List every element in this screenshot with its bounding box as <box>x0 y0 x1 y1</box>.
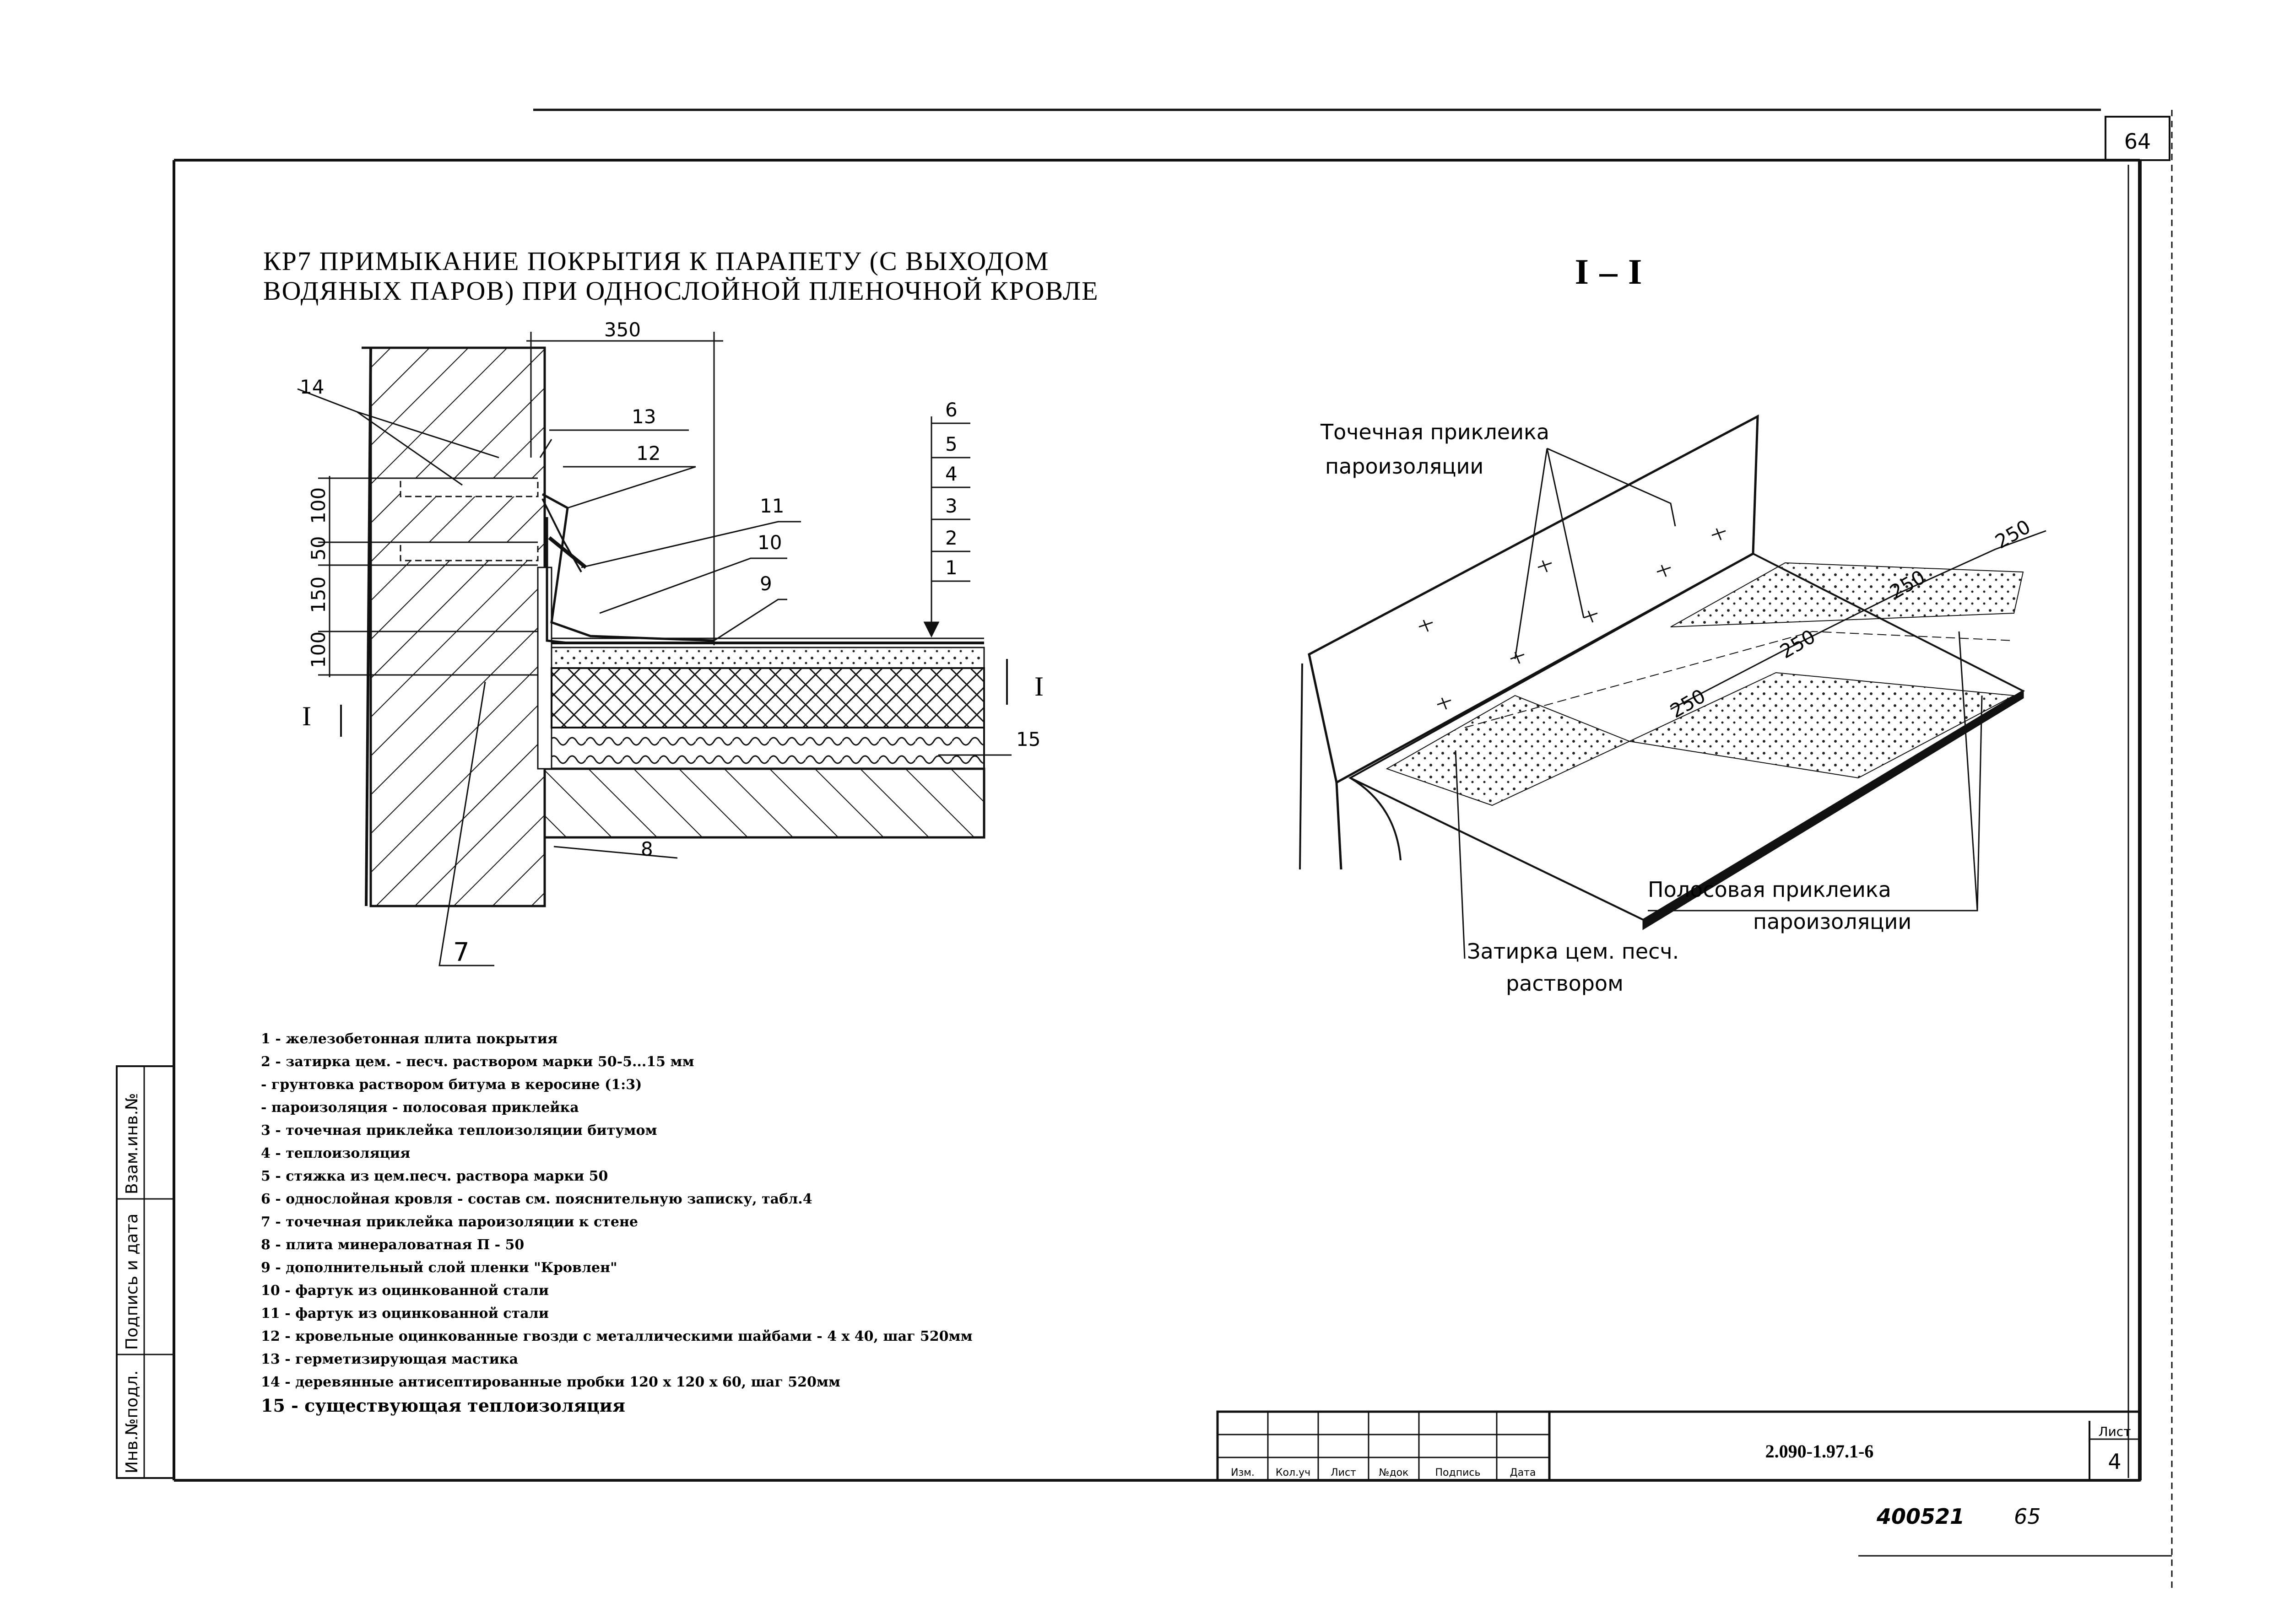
section-mark-left: I <box>302 701 312 731</box>
iso-screed-2: раствором <box>1506 971 1624 996</box>
stamp-replace: Взам.инв.№ <box>123 1093 141 1194</box>
callout-12: 12 <box>636 442 660 464</box>
tb-col-kol: Кол.уч <box>1276 1467 1310 1478</box>
tb-col-data: Дата <box>1510 1467 1536 1478</box>
callout-10: 10 <box>758 531 782 554</box>
callout-15: 15 <box>1016 728 1040 750</box>
page-number: 64 <box>2124 129 2151 154</box>
dim-top: 350 <box>604 318 641 341</box>
note-11: 11 - фартук из оцинкованной стали <box>261 1306 549 1322</box>
note-10: 10 - фартук из оцинкованной стали <box>261 1283 549 1299</box>
tb-code: 2.090-1.97.1-6 <box>1765 1441 1874 1462</box>
notes-list: 1 - железобетонная плита покрытия 2 - за… <box>261 1031 973 1416</box>
callout-9: 9 <box>760 572 772 595</box>
callout-8: 8 <box>641 838 653 860</box>
title-line-1: КР7 ПРИМЫКАНИЕ ПОКРЫТИЯ К ПАРАПЕТУ (С ВЫ… <box>263 246 1049 276</box>
section-label: I – I <box>1575 252 1643 291</box>
stamp-sign: Подпись и дата <box>123 1214 141 1350</box>
note-3: 3 - точечная приклейка теплоизоляции бит… <box>261 1122 657 1138</box>
note-4: 4 - теплоизоляция <box>261 1145 410 1161</box>
layer-ladder <box>923 416 970 638</box>
tb-sheet-number: 4 <box>2108 1449 2121 1474</box>
dimension-lines <box>318 332 723 677</box>
footer-page: 65 <box>2014 1504 2041 1529</box>
note-9: 9 - дополнительный слой пленки "Кровлен" <box>261 1260 617 1276</box>
layer-2: 2 <box>945 527 958 549</box>
stamp-inv: Инв.№подл. <box>123 1370 141 1473</box>
note-2: 2 - затирка цем. - песч. раствором марки… <box>261 1054 694 1070</box>
tb-sheet-label: Лист <box>2099 1424 2131 1439</box>
footer-handwritten-number: 400521 <box>1876 1504 1965 1529</box>
note-12: 12 - кровельные оцинкованные гвозди с ме… <box>261 1328 973 1344</box>
note-2a: - грунтовка раствором битума в керосине … <box>261 1077 642 1093</box>
callout-13: 13 <box>632 405 656 428</box>
tb-col-list: Лист <box>1331 1467 1356 1478</box>
note-5: 5 - стяжка из цем.песч. раствора марки 5… <box>261 1168 608 1184</box>
callout-11: 11 <box>760 495 784 517</box>
layer-6: 6 <box>945 399 958 421</box>
layer-3: 3 <box>945 495 958 517</box>
layer-5: 5 <box>945 433 958 455</box>
note-8: 8 - плита минераловатная П - 50 <box>261 1237 524 1253</box>
parapet-section <box>362 346 985 907</box>
section-cut-left: I I <box>302 659 1045 737</box>
callout-leaders <box>297 388 1012 966</box>
tb-col-izm: Изм. <box>1231 1467 1255 1478</box>
dim-v1: 100 <box>307 487 330 524</box>
callout-7: 7 <box>453 938 470 967</box>
isometric-view <box>1299 414 2046 959</box>
title-block: Изм. Кол.уч Лист №док Подпись Дата 2.090… <box>1216 1410 2141 1482</box>
note-14: 14 - деревянные антисептированные пробки… <box>261 1374 840 1390</box>
dim-v2: 50 <box>307 536 330 561</box>
iso-point-glue-2: пароизоляции <box>1325 454 1483 479</box>
page-number-box: 64 <box>2105 116 2170 161</box>
note-2b: - пароизоляция - полосовая приклейка <box>261 1100 579 1116</box>
note-15: 15 - существующая теплоизоляция <box>261 1395 625 1416</box>
note-7: 7 - точечная приклейка пароизоляции к ст… <box>261 1214 638 1230</box>
side-stamp: Инв.№подл. Подпись и дата Взам.инв.№ <box>116 1065 175 1479</box>
note-1: 1 - железобетонная плита покрытия <box>261 1031 557 1047</box>
layer-1: 1 <box>945 556 958 579</box>
note-6: 6 - однослойная кровля - состав см. пояс… <box>261 1191 812 1207</box>
iso-dim-3: 250 <box>1776 625 1819 663</box>
title-line-2: ВОДЯНЫХ ПАРОВ) ПРИ ОДНОСЛОЙНОЙ ПЛЕНОЧНОЙ… <box>263 276 1099 306</box>
dim-v4: 100 <box>307 631 330 668</box>
iso-point-glue-1: Точечная приклеика <box>1320 420 1549 444</box>
layer-4: 4 <box>945 463 958 485</box>
iso-strip-glue-2: пароизоляции <box>1753 909 1911 934</box>
iso-screed-1: Затирка цем. песч. <box>1467 939 1679 964</box>
section-mark-right: I <box>1034 671 1045 701</box>
callout-14: 14 <box>300 376 324 398</box>
tb-col-ndok: №док <box>1379 1467 1409 1478</box>
note-13: 13 - герметизирующая мастика <box>261 1351 518 1367</box>
iso-dim-1: 250 <box>1992 515 2035 553</box>
iso-strip-glue-1: Полосовая приклеика <box>1648 877 1891 902</box>
dim-v3: 150 <box>307 577 330 613</box>
tb-col-podpis: Подпись <box>1435 1467 1481 1478</box>
